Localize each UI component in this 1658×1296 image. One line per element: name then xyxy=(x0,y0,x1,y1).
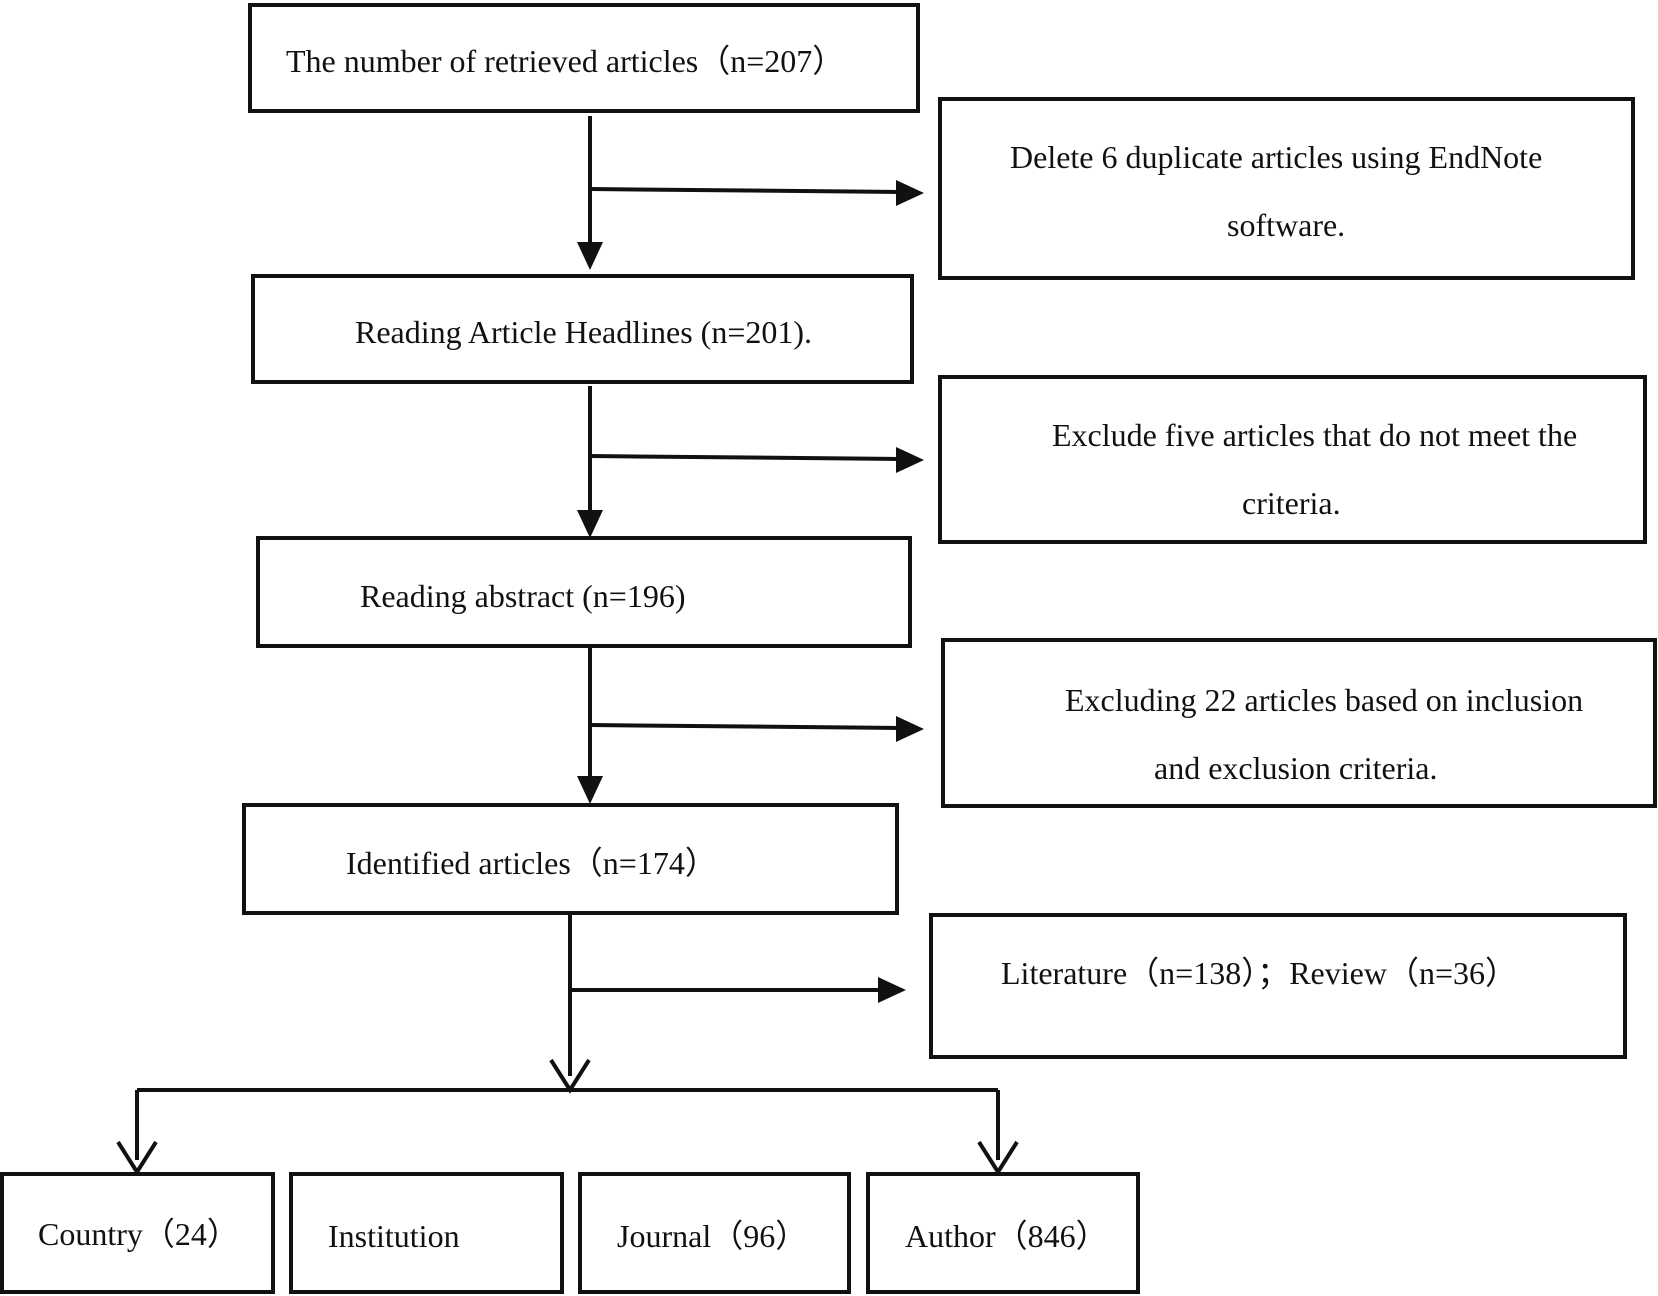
country-box: Country（24） xyxy=(0,1172,275,1294)
article-types-label: Literature（n=138）；Review（n=36） xyxy=(1001,955,1517,991)
criteria-line2: and exclusion criteria. xyxy=(1154,750,1438,786)
retrieved-articles-label: The number of retrieved articles（n=207） xyxy=(286,43,845,79)
journal-label: Journal（96） xyxy=(617,1218,808,1254)
arrow-to-duplicates xyxy=(589,187,899,194)
journal-box: Journal（96） xyxy=(578,1172,851,1294)
identified-articles-label: Identified articles（n=174） xyxy=(346,845,717,881)
exclude-line1: Exclude five articles that do not meet t… xyxy=(1052,417,1578,453)
article-types-box: Literature（n=138）；Review（n=36） xyxy=(929,913,1627,1059)
arrowhead-abstract xyxy=(577,510,603,538)
arrowhead-criteria xyxy=(896,716,924,742)
criteria-line1: Excluding 22 articles based on inclusion xyxy=(1065,682,1584,718)
duplicates-box: Delete 6 duplicate articles using EndNot… xyxy=(938,97,1635,280)
exclude-criteria-box: Exclude five articles that do not meet t… xyxy=(938,375,1647,544)
arrowhead-headlines xyxy=(577,242,603,270)
duplicates-line2: software. xyxy=(1227,207,1346,243)
country-label: Country（24） xyxy=(38,1216,239,1252)
arrow-to-criteria xyxy=(589,723,899,730)
author-box: Author（846） xyxy=(866,1172,1140,1294)
exclude-line2: criteria. xyxy=(1242,485,1341,521)
arrowhead-types xyxy=(878,977,906,1003)
arrow-to-exclude xyxy=(589,454,899,461)
reading-abstract-box: Reading abstract (n=196) xyxy=(256,536,912,648)
retrieved-articles-box: The number of retrieved articles（n=207） xyxy=(248,3,920,113)
author-label: Author（846） xyxy=(905,1218,1108,1254)
arrowhead-exclude xyxy=(896,447,924,473)
institution-box: Institution xyxy=(289,1172,564,1294)
reading-abstract-label: Reading abstract (n=196) xyxy=(360,578,686,614)
article-headlines-box: Reading Article Headlines (n=201). xyxy=(251,274,914,384)
duplicates-line1: Delete 6 duplicate articles using EndNot… xyxy=(1010,139,1543,175)
article-headlines-label: Reading Article Headlines (n=201). xyxy=(355,314,813,350)
identified-articles-box: Identified articles（n=174） xyxy=(242,803,899,915)
inclusion-exclusion-box: Excluding 22 articles based on inclusion… xyxy=(941,638,1657,808)
arrowhead-duplicates xyxy=(896,180,924,206)
chevron-head-identified xyxy=(549,1058,591,1094)
institution-label: Institution xyxy=(328,1218,460,1254)
arrowhead-identified xyxy=(577,776,603,804)
